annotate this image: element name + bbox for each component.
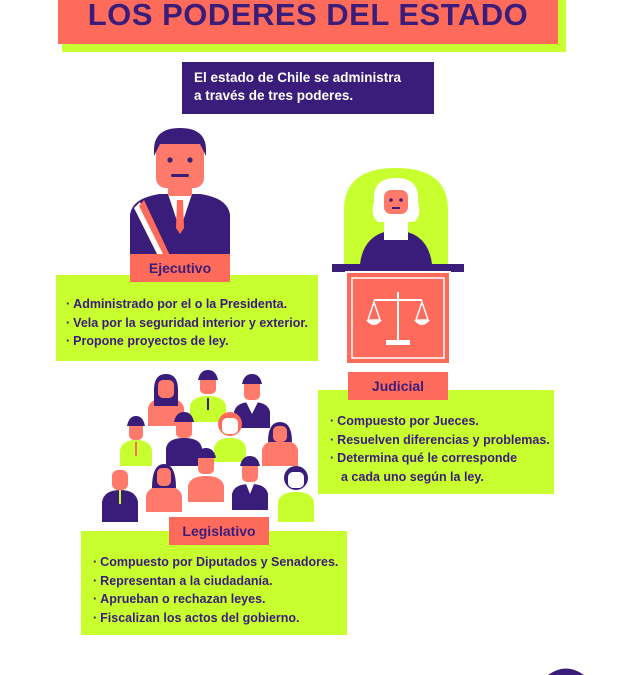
ejecutivo-item-3: Propone proyectos de ley. [66, 332, 318, 351]
legislativo-item-3: Aprueban o rechazan leyes. [93, 590, 347, 609]
judicial-info-box: Compuesto por Jueces. Resuelven diferenc… [318, 390, 554, 494]
person-mid-2 [166, 412, 202, 466]
person-mid-3 [214, 412, 246, 462]
person-front-5 [278, 466, 314, 522]
person-front-2 [146, 464, 182, 512]
legislativo-info-box: Compuesto por Diputados y Senadores. Rep… [81, 531, 347, 635]
ejecutivo-item-2: Vela por la seguridad interior y exterio… [66, 314, 318, 333]
ejecutivo-info-box: Administrado por el o la Presidenta. Vel… [56, 275, 318, 361]
subtitle-line-1: El estado de Chile se administra [194, 70, 402, 85]
person-mid-4 [262, 422, 298, 466]
legislativo-list: Compuesto por Diputados y Senadores. Rep… [93, 553, 347, 627]
judicial-item-1: Compuesto por Jueces. [330, 412, 554, 431]
title-banner [58, 0, 558, 44]
legislativo-label: Legislativo [169, 517, 269, 545]
judicial-item-2: Resuelven diferencias y problemas. [330, 431, 554, 450]
judicial-item-3: Determina qué le corresponde [330, 449, 554, 468]
president-illustration [130, 128, 230, 260]
person-front-1 [102, 470, 138, 522]
judge-illustration [332, 168, 464, 365]
person-front-4 [232, 456, 268, 510]
person-mid-1 [120, 416, 152, 466]
judicial-list: Compuesto por Jueces. Resuelven diferenc… [330, 412, 554, 486]
ejecutivo-item-1: Administrado por el o la Presidenta. [66, 295, 318, 314]
person-back-2 [190, 370, 226, 422]
corner-decoration [548, 668, 584, 675]
judicial-item-3-continued: a cada uno según la ley. [341, 469, 484, 484]
person-back-3 [234, 374, 270, 428]
legislativo-item-2: Representan a la ciudadanía. [93, 572, 347, 591]
legislators-illustration [102, 370, 314, 522]
ejecutivo-label: Ejecutivo [130, 254, 230, 282]
page-title: LOS PODERES DEL ESTADO [87, 0, 529, 32]
legislativo-item-4: Fiscalizan los actos del gobierno. [93, 609, 347, 628]
person-back-1 [148, 374, 184, 426]
subtitle-line-2: a través de tres poderes. [194, 88, 354, 103]
person-front-3 [188, 448, 224, 502]
legislativo-item-1: Compuesto por Diputados y Senadores. [93, 553, 347, 572]
ejecutivo-list: Administrado por el o la Presidenta. Vel… [66, 295, 318, 351]
subtitle-box: El estado de Chile se administra a travé… [182, 62, 434, 114]
judicial-label: Judicial [348, 372, 448, 400]
